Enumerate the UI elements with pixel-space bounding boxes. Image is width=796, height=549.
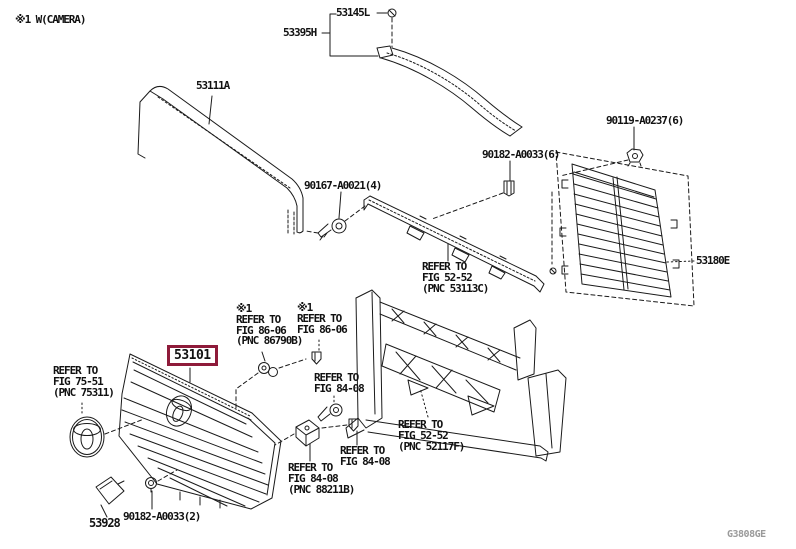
- refer-line: (PNC 86790B): [236, 334, 303, 348]
- grille-emblem-drawing: [165, 395, 193, 427]
- refer-line: REFER TO: [236, 312, 281, 326]
- refer-note-86790B: ※1 REFER TO FIG 86-06 (PNC 86790B): [236, 302, 303, 348]
- refer-line: REFER TO: [53, 364, 98, 377]
- refer-line: FIG 86-06: [236, 323, 287, 337]
- refer-line: REFER TO: [422, 260, 467, 273]
- bolt-90167-icon: [317, 218, 347, 241]
- refer-line: REFER TO: [288, 461, 333, 474]
- clip-86-06-icon: [311, 351, 322, 365]
- refer-note-53113C: REFER TO FIG 52-52 (PNC 53113C): [422, 260, 489, 295]
- refer-line: FIG 52-52: [398, 428, 449, 442]
- figure-code-watermark: G3808GE: [727, 529, 766, 540]
- screw-icon: [387, 8, 397, 18]
- small-bolt-icon: [549, 267, 557, 275]
- refer-note-88211B: REFER TO FIG 84-08 (PNC 88211B): [288, 461, 355, 496]
- label-53928: 53928: [89, 516, 121, 530]
- refer-line: ※1: [236, 302, 252, 315]
- bolt-84-08-icon: [317, 403, 343, 422]
- bolt-90119-icon: [626, 148, 644, 167]
- solid-leader-lines: [100, 95, 635, 518]
- refer-line: FIG 75-51: [53, 374, 104, 388]
- camera-bracket-drawing: [295, 419, 320, 447]
- label-53180E: 53180E: [696, 254, 730, 267]
- dashed-connector-lines: [104, 17, 629, 482]
- label-53395H: 53395H: [283, 26, 317, 39]
- radiator-support-drawing: [345, 289, 567, 462]
- label-90119-A0237: 90119-A0237(6): [606, 114, 684, 127]
- refer-line: REFER TO: [314, 371, 359, 384]
- refer-note-84-08-b: REFER TO FIG 84-08: [340, 444, 391, 468]
- refer-line: FIG 84-08: [340, 454, 391, 468]
- radiator-shutter-drawing: [559, 163, 680, 298]
- refer-line: FIG 86-06: [297, 322, 348, 336]
- refer-line: (PNC 75311): [53, 385, 115, 399]
- toyota-emblem-drawing: [69, 416, 105, 458]
- windshield-molding-bracket-lines: [321, 12, 388, 57]
- label-90182-A0033-2: 90182-A0033(2): [123, 510, 201, 523]
- label-90182-A0033-6: 90182-A0033(6): [482, 148, 560, 161]
- camera-icon: [258, 362, 278, 377]
- label-90167-A0021: 90167-A0021(4): [304, 179, 382, 192]
- grille-drawing: [118, 353, 282, 510]
- cover-drawing: [95, 476, 125, 505]
- label-53111A: 53111A: [196, 79, 230, 92]
- refer-line: (PNC 88211B): [288, 482, 355, 496]
- refer-line: REFER TO: [398, 418, 443, 431]
- hood-molding-drawing: [137, 85, 304, 235]
- refer-line: REFER TO: [297, 311, 342, 325]
- refer-note-84-08-a: REFER TO FIG 84-08: [314, 371, 365, 395]
- refer-line: REFER TO: [340, 444, 385, 457]
- clip-84-08-icon: [348, 418, 359, 432]
- part-number-53101-highlight[interactable]: 53101: [167, 345, 218, 366]
- label-53145L: 53145L: [336, 6, 370, 19]
- refer-note-52117F: REFER TO FIG 52-52 (PNC 52117F): [398, 418, 465, 453]
- refer-note-86-06: ※1 REFER TO FIG 86-06: [297, 301, 348, 336]
- refer-line: FIG 84-08: [288, 471, 339, 485]
- refer-line: (PNC 52117F): [398, 439, 465, 453]
- refer-note-75311: REFER TO FIG 75-51 (PNC 75311): [53, 364, 115, 399]
- clip-90182-6-icon: [503, 180, 515, 197]
- camera-note: ※1 W(CAMERA): [15, 13, 86, 26]
- dotted-leader-lines: [81, 260, 695, 418]
- clip-90182-2-icon: [145, 477, 157, 493]
- windshield-molding-drawing: [376, 45, 523, 137]
- refer-line: FIG 84-08: [314, 381, 365, 395]
- refer-line: (PNC 53113C): [422, 281, 489, 295]
- refer-line: ※1: [297, 301, 313, 314]
- radiator-support-upper-bar-drawing: [363, 195, 545, 293]
- refer-line: FIG 52-52: [422, 270, 473, 284]
- label-53101: 53101: [174, 348, 211, 363]
